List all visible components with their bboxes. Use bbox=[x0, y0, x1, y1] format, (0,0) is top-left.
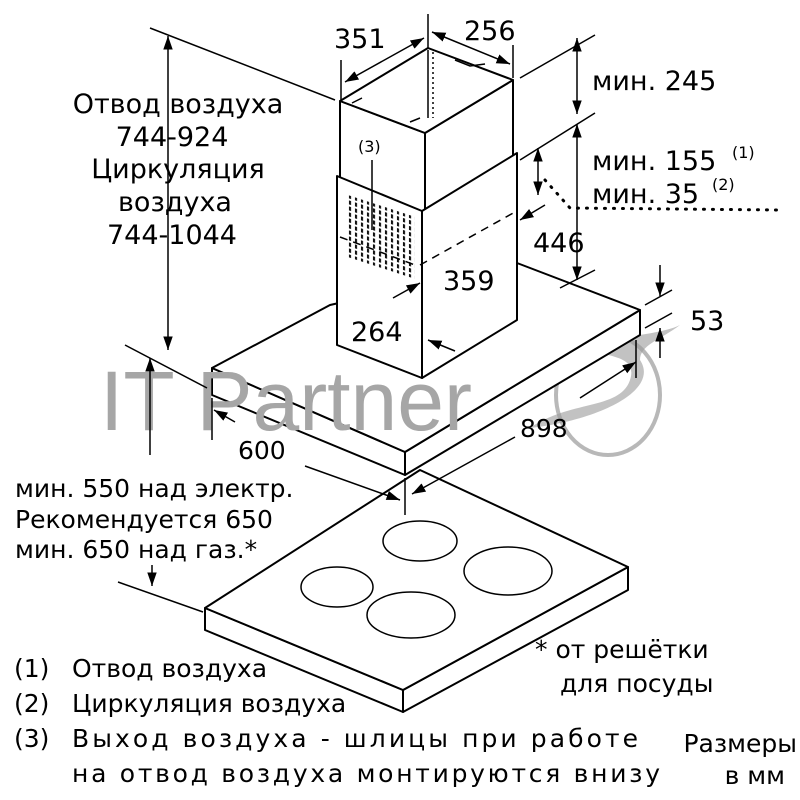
chimney bbox=[336, 47, 518, 379]
grate-note-line: для посуды bbox=[560, 669, 713, 698]
chimney-height-text: Отвод воздуха 744-924 Циркуляция воздуха… bbox=[73, 89, 284, 251]
chimney-lower-label: 446 bbox=[533, 228, 585, 259]
min-top-label: мин. 245 bbox=[592, 66, 716, 97]
legend-number: (1) bbox=[14, 654, 49, 683]
chimney-width-label: 256 bbox=[464, 16, 516, 47]
chimney-height-line: Циркуляция bbox=[91, 154, 265, 185]
legend-text: Отвод воздуха bbox=[72, 654, 267, 683]
watermark-text: IT Partner bbox=[100, 354, 472, 448]
grate-note: * от решётки для посуды bbox=[535, 635, 713, 698]
dimension-labels: 351 256 мин. 245 мин. 155 (1) мин. 35 (2… bbox=[238, 16, 755, 465]
canopy-thickness-label: 53 bbox=[690, 306, 724, 337]
clearance-line: Рекомендуется 650 bbox=[15, 505, 273, 534]
min-exhaust-label: мин. 155 bbox=[592, 146, 716, 177]
burner bbox=[300, 566, 374, 608]
clearance-line: мин. 650 над газ.* bbox=[15, 535, 257, 564]
legend-text: Выход воздуха - шлицы при работе bbox=[72, 724, 638, 753]
air-outlet-grill bbox=[347, 194, 415, 279]
footnote-1-marker: (1) bbox=[732, 143, 755, 162]
legend-text: Циркуляция воздуха bbox=[72, 689, 346, 718]
chimney-height-line: Отвод воздуха bbox=[73, 89, 284, 120]
inner-width-label: 359 bbox=[443, 266, 495, 297]
burner bbox=[366, 591, 456, 639]
watermark-swoosh-icon bbox=[530, 325, 680, 428]
clearance-line: мин. 550 над электр. bbox=[15, 474, 293, 503]
chimney-height-line: 744-924 bbox=[116, 122, 229, 153]
chimney-height-line: 744-1044 bbox=[107, 220, 237, 251]
footnote-2-marker: (2) bbox=[712, 175, 735, 194]
inner-depth-label: 264 bbox=[351, 317, 403, 348]
outlet-marker-label: (3) bbox=[358, 137, 381, 156]
canopy-width-label: 898 bbox=[520, 414, 568, 443]
min-circulation-label: мин. 35 bbox=[592, 179, 699, 210]
chimney-depth-label: 351 bbox=[334, 24, 386, 55]
legend-number: (2) bbox=[14, 689, 49, 718]
units-line: в мм bbox=[725, 761, 785, 790]
canopy-depth-label: 600 bbox=[238, 436, 286, 465]
burner bbox=[382, 520, 458, 562]
grate-note-line: * от решётки bbox=[535, 635, 709, 664]
legend-text-continued: на отвод воздуха монтируются внизу bbox=[72, 759, 660, 788]
chimney-height-line: воздуха bbox=[118, 187, 232, 218]
burner bbox=[463, 546, 553, 596]
dimension-lines bbox=[117, 14, 782, 613]
units-line: Размеры bbox=[683, 729, 797, 758]
units-note: Размеры в мм bbox=[683, 729, 797, 790]
legend-number: (3) bbox=[14, 724, 49, 753]
clearance-text: мин. 550 над электр. Рекомендуется 650 м… bbox=[15, 474, 293, 564]
hob bbox=[204, 469, 629, 713]
